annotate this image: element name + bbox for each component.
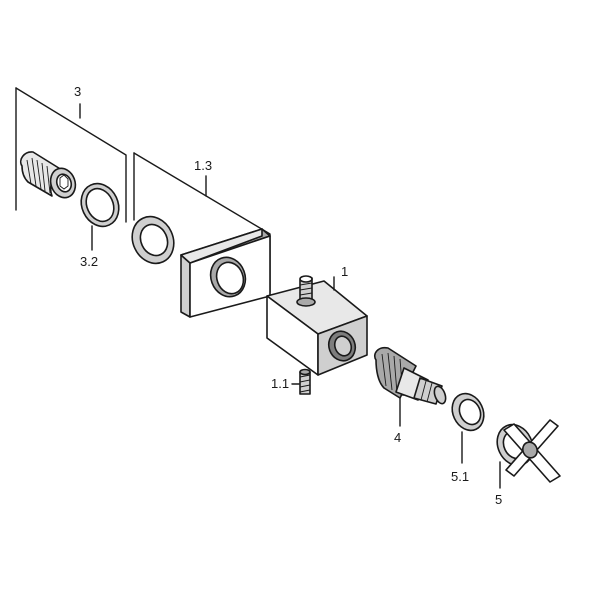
cover-plate-part-1-3 [180, 228, 271, 318]
cross-handle-part-5 [496, 419, 561, 489]
sleeve-ring-part-5-1 [451, 392, 485, 464]
callout-part-5: 5 [495, 492, 502, 507]
set-screw-part-1-1 [291, 368, 311, 395]
washer-ring [131, 215, 175, 265]
callout-part-3-2: 3.2 [80, 254, 98, 269]
seal-ring-part-3-2 [80, 182, 120, 251]
callout-part-3: 3 [74, 84, 81, 99]
valve-body-part-1 [266, 275, 368, 376]
callout-part-5-1: 5.1 [451, 469, 469, 484]
bracket-group-3 [15, 87, 127, 223]
cartridge-part-4 [373, 346, 447, 427]
callout-part-4: 4 [394, 430, 401, 445]
callout-part-1-1: 1.1 [271, 376, 289, 391]
callout-part-1: 1 [341, 264, 348, 279]
threaded-connector-part-3 [19, 151, 77, 199]
callout-part-1-3: 1.3 [194, 158, 212, 173]
